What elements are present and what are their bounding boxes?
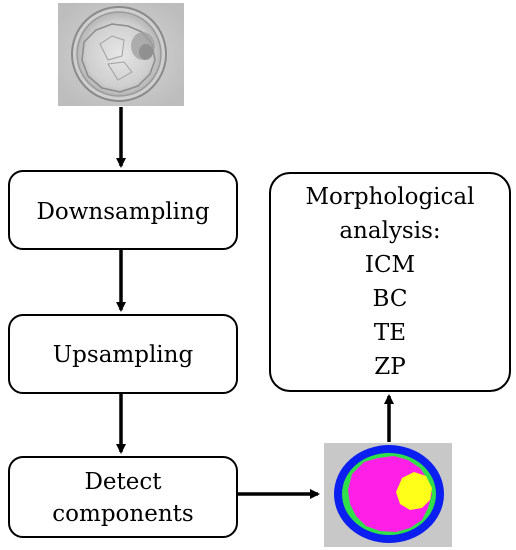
segmented-embryo-image (324, 443, 452, 547)
downsampling-step: Downsampling (8, 170, 238, 250)
analysis-title-line-1: Morphological (305, 184, 474, 210)
analysis-item-bc: BC (373, 286, 408, 312)
analysis-title-line-2: analysis: (339, 218, 440, 244)
morphological-analysis-box: Morphological analysis: ICM BC TE ZP (269, 172, 511, 392)
upsampling-step: Upsampling (8, 314, 238, 394)
upsampling-label: Upsampling (53, 342, 194, 368)
analysis-item-icm: ICM (365, 252, 415, 278)
icm-region (396, 472, 432, 510)
input-embryo-image (58, 3, 184, 106)
downsampling-label: Downsampling (36, 199, 209, 225)
detect-components-step: Detect components (8, 456, 238, 538)
analysis-item-zp: ZP (374, 354, 405, 380)
detect-components-label-line-2: components (52, 501, 193, 527)
analysis-item-te: TE (374, 320, 406, 346)
detect-components-label-line-1: Detect (84, 469, 162, 495)
